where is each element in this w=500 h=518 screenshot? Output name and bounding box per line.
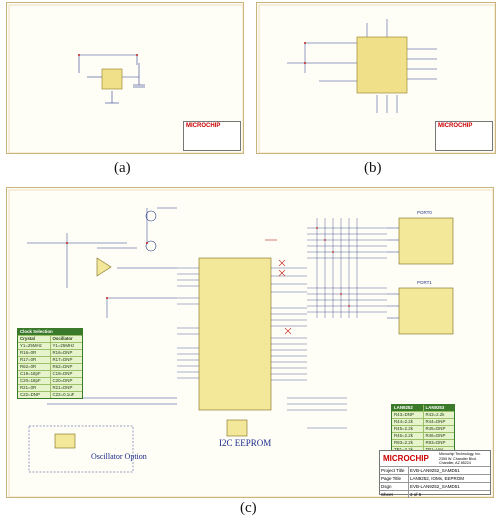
title-block-value: EVB-LAN9252_SAMD51 <box>410 484 460 489</box>
table-row: C22=DNP C22=0.1uF <box>18 391 82 398</box>
schematic-sheet-c: PORT0 PORT1 Clock Selection Crystal Osci… <box>6 187 494 498</box>
caption-a: (a) <box>114 160 131 176</box>
cell: R43=DNP <box>394 412 414 417</box>
cell: R43=2.2k <box>422 412 455 418</box>
logo-text: MICROCHIP <box>438 123 473 129</box>
cell: R21=0R <box>20 385 37 390</box>
clock-selection-table: Clock Selection Crystal Oscillator Y1=25… <box>17 328 83 399</box>
schematic-sheet-b: MICROCHIP <box>256 2 496 154</box>
table-row: R43=DNP R43=2.2k <box>392 411 454 418</box>
eeprom-label: I2C EEPROM <box>219 438 272 448</box>
title-block-c: MICROCHIP Microchip Technology, Inc. 235… <box>379 450 491 498</box>
port0-block <box>398 217 454 265</box>
lan-table-header: LAN9252 LAN9253 <box>392 405 454 411</box>
title-block-a: MICROCHIP <box>183 121 241 151</box>
microchip-logo: MICROCHIP <box>438 123 472 129</box>
cell: R17=0R <box>20 357 37 362</box>
address-line: Microchip Technology, Inc. <box>439 452 482 456</box>
oscillator-option-label: Oscillator Option <box>91 452 147 461</box>
clock-table-title: Clock Selection <box>18 329 82 335</box>
title-block-key: Project Title <box>380 467 409 474</box>
clock-header-crystal: Crystal <box>20 336 35 341</box>
cell: C22=DNP <box>20 392 40 397</box>
schematic-c-drawing <box>8 189 494 498</box>
table-row: C19=18pF C19=DNP <box>18 370 82 377</box>
caption-c: (c) <box>240 500 257 516</box>
title-block-key: Sheet <box>380 491 409 498</box>
clock-table-header: Crystal Oscillator <box>18 335 82 342</box>
title-block-key: Page Title <box>380 475 409 482</box>
cell: C22=0.1uF <box>49 392 83 398</box>
table-row: R62=0R R62=DNP <box>18 363 82 370</box>
table-row: R93=2.2k R93=DNP <box>392 439 454 446</box>
cell: R45=DNP <box>422 426 455 432</box>
cell: R93=DNP <box>422 440 455 446</box>
cell: R46=2.2k <box>394 433 413 438</box>
cell: TP1=2.2k <box>392 447 423 453</box>
cell: C19=18pF <box>20 371 41 376</box>
table-row: R17=0R R17=DNP <box>18 356 82 363</box>
microchip-logo: MICROCHIP <box>380 451 439 466</box>
cell: R93=2.2k <box>394 440 413 445</box>
cell: R21=DNP <box>49 385 83 391</box>
oscillator-option-box <box>28 425 134 473</box>
title-block-value: EVB-LAN9252_SAMD51 <box>410 468 460 473</box>
title-block-key: Dsgn <box>380 483 409 490</box>
microchip-logo: MICROCHIP <box>186 123 220 129</box>
table-row: R46=2.2k R46=DNP <box>392 432 454 439</box>
red-markers <box>265 239 292 335</box>
caption-b: (b) <box>364 160 382 176</box>
port1-block <box>398 287 454 335</box>
cell: C20=DNP <box>49 378 83 384</box>
cell: R46=DNP <box>422 433 455 439</box>
main-ic-outline <box>198 257 272 411</box>
cell: R62=DNP <box>49 364 83 370</box>
cell: R17=DNP <box>49 357 83 363</box>
port1-label: PORT1 <box>417 280 432 285</box>
schematic-sheet-a: MICROCHIP <box>6 2 244 154</box>
port0-label: PORT0 <box>417 210 432 215</box>
table-row: Y1=25MHz Y1=25MHz <box>18 342 82 349</box>
lan-header-9253: LAN9253 <box>422 405 455 411</box>
table-row: R45=2.2k R45=DNP <box>392 425 454 432</box>
cell: Y1=25MHz <box>49 343 83 349</box>
schematic-a-drawing <box>8 4 244 154</box>
cell: R44=DNP <box>422 419 455 425</box>
title-block-value: LAN9252, IOMs, EEPROM <box>410 476 465 481</box>
table-row: C20=18pF C20=DNP <box>18 377 82 384</box>
logo-text: MICROCHIP <box>186 123 221 129</box>
address-line: Chandler, AZ 85224 <box>439 461 471 466</box>
cell: C19=DNP <box>49 371 83 377</box>
cell: R45=2.2k <box>394 426 413 431</box>
table-row: R44=2.2k R44=DNP <box>392 418 454 425</box>
logo-text: MICROCHIP <box>383 454 429 463</box>
table-row: R21=0R R21=DNP <box>18 384 82 391</box>
eeprom-chip <box>226 419 248 437</box>
title-block-b: MICROCHIP <box>435 121 493 151</box>
table-row: R16=0R R16=DNP <box>18 349 82 356</box>
ic-pin-lines <box>177 267 307 381</box>
cell: R16=0R <box>20 350 37 355</box>
cell: R62=0R <box>20 364 37 369</box>
cell: R16=DNP <box>49 350 83 356</box>
address-line: 2355 W. Chandler Blvd. <box>439 456 477 461</box>
title-block-header: MICROCHIP Microchip Technology, Inc. 235… <box>380 451 490 467</box>
cell: R44=2.2k <box>394 419 413 424</box>
cell: Y1=25MHz <box>20 343 42 348</box>
title-block-value: 3 of 5 <box>410 492 422 497</box>
lan-header-9252: LAN9252 <box>394 405 413 410</box>
cell: C20=18pF <box>20 378 41 383</box>
clock-header-oscillator: Oscillator <box>49 336 83 342</box>
bus-lines <box>307 218 387 318</box>
company-address: Microchip Technology, Inc. 2355 W. Chand… <box>439 451 481 466</box>
lan-variant-table: LAN9252 LAN9253 R43=DNP R43=2.2k R44=2.2k… <box>391 404 455 454</box>
schematic-b-drawing <box>258 4 496 154</box>
